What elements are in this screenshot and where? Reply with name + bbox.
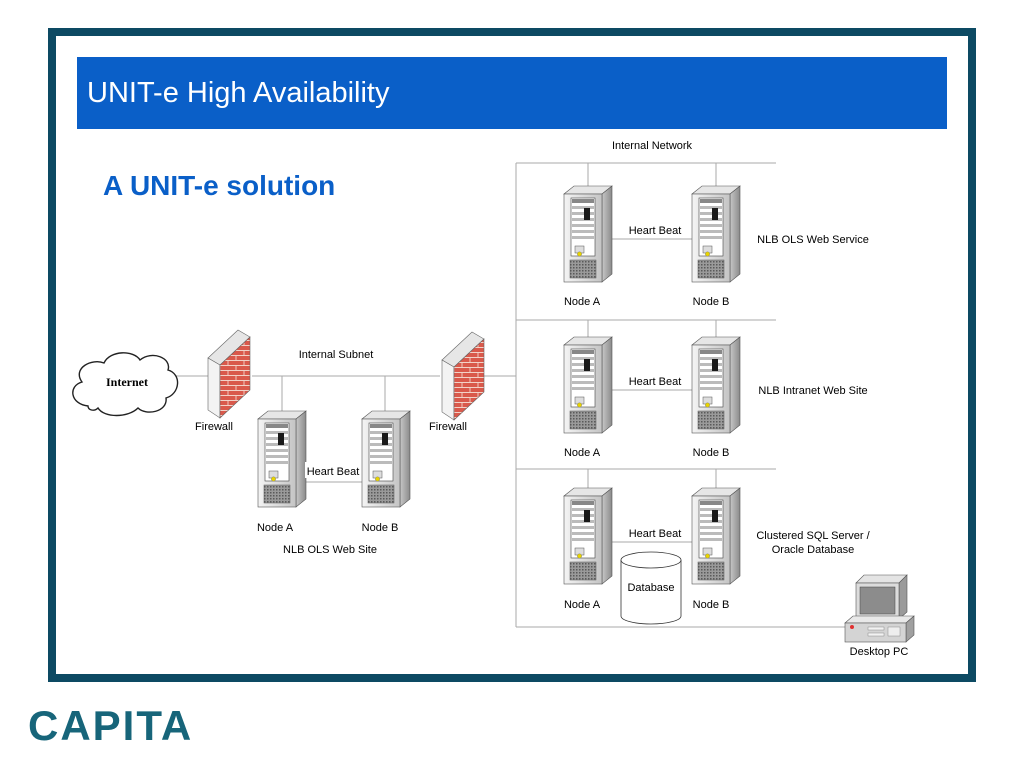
slide-frame xyxy=(48,28,976,682)
cluster-3-node-b-server-icon xyxy=(691,487,741,585)
cluster-3-node-b-label: Node B xyxy=(693,599,730,611)
subnet-node-b-label: Node B xyxy=(362,522,399,534)
subnet-node-b-server-icon xyxy=(361,410,411,508)
cluster-2-node-b-label: Node B xyxy=(693,447,730,459)
slide-subtitle: A UNIT-e solution xyxy=(103,170,336,201)
cluster-1-node-a-server-icon xyxy=(563,185,613,283)
cluster-2-node-a-label: Node A xyxy=(564,447,601,459)
desktop-pc-label: Desktop PC xyxy=(850,646,909,658)
cluster-1-node-b-label: Node B xyxy=(693,296,730,308)
subnet-heartbeat-label: Heart Beat xyxy=(307,466,360,478)
cluster-1-heartbeat-label: Heart Beat xyxy=(629,225,682,237)
internal-subnet-label: Internal Subnet xyxy=(299,349,374,361)
cluster-3-node-a-server-icon xyxy=(563,487,613,585)
cluster-3-description-line2: Oracle Database xyxy=(772,544,855,556)
cluster-2-node-b-server-icon xyxy=(691,336,741,434)
cluster-2-node-a-server-icon xyxy=(563,336,613,434)
slide-title: UNIT-e High Availability xyxy=(87,77,390,109)
cluster-3-node-a-label: Node A xyxy=(564,599,601,611)
firewall-left-label: Firewall xyxy=(195,421,233,433)
firewall-left-icon xyxy=(207,329,251,419)
title-bar: UNIT-e High Availability xyxy=(77,57,947,129)
cluster-3-description-line1: Clustered SQL Server / xyxy=(756,530,870,542)
database-icon: Database xyxy=(620,551,682,625)
internal-network-label: Internal Network xyxy=(612,140,693,152)
cluster-3-heartbeat-label: Heart Beat xyxy=(629,528,682,540)
database-label: Database xyxy=(627,582,674,594)
cluster-2-description: NLB Intranet Web Site xyxy=(758,385,867,397)
cluster-1-node-b-server-icon xyxy=(691,185,741,283)
cluster-1-description: NLB OLS Web Service xyxy=(757,234,869,246)
subnet-node-a-label: Node A xyxy=(257,522,294,534)
cluster-1-node-a-label: Node A xyxy=(564,296,601,308)
firewall-right-label: Firewall xyxy=(429,421,467,433)
subnet-node-a-server-icon xyxy=(257,410,307,508)
capita-logo: CAPITA xyxy=(28,702,194,749)
desktop-pc-icon xyxy=(844,574,915,643)
cluster-2-heartbeat-label: Heart Beat xyxy=(629,376,682,388)
internet-cloud-icon: Internet xyxy=(72,352,179,417)
internet-label: Internet xyxy=(106,375,148,389)
firewall-right-icon xyxy=(441,331,485,421)
subnet-cluster-caption: NLB OLS Web Site xyxy=(283,544,377,556)
